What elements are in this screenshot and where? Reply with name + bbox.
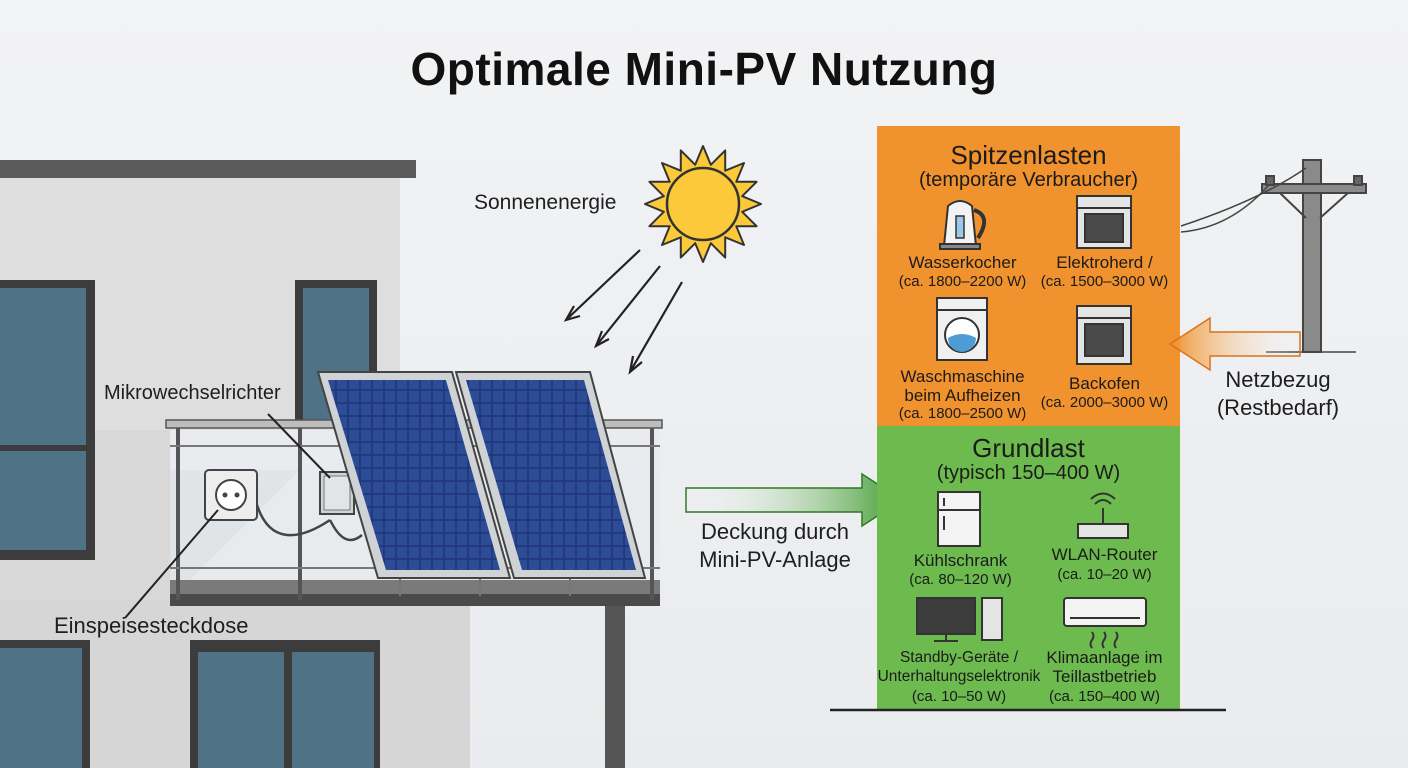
- oven-icon: [1076, 305, 1132, 365]
- base-load-box: [877, 426, 1180, 710]
- peak-title: Spitzenlasten: [950, 140, 1107, 170]
- socket-icon: [204, 469, 258, 521]
- inverter-label: Mikrowechselrichter: [104, 382, 281, 404]
- grid-label-line2: (Restbedarf): [1216, 395, 1340, 420]
- device-value: (ca. 10–20 W): [1057, 566, 1152, 583]
- sun-label: Sonnenenergie: [474, 191, 617, 214]
- utility-pole-icon: [1180, 159, 1367, 353]
- device-value: (ca. 1800–2200 W): [898, 273, 1027, 290]
- device-value: (ca. 150–400 W): [1049, 688, 1160, 705]
- device-value: (ca. 1800–2500 W): [898, 405, 1027, 422]
- washing-machine-icon: [936, 297, 988, 361]
- sunlight-arrows: [563, 249, 683, 375]
- air-conditioner-icon: [1063, 597, 1147, 649]
- peak-load-box: [877, 126, 1180, 426]
- fridge-icon: [937, 491, 981, 547]
- kettle-icon: [939, 200, 986, 250]
- device-name: Kühlschrank: [913, 551, 1008, 570]
- base-title: Grundlast: [972, 433, 1085, 463]
- router-icon: [1077, 492, 1129, 539]
- device-name-multiline: Standby-Geräte /Unterhaltungselektronik: [877, 649, 1041, 685]
- device-value: (ca. 2000–3000 W): [1040, 394, 1169, 411]
- device-value: (ca. 10–50 W): [911, 688, 1007, 705]
- tv-pc-icon: [916, 597, 1003, 642]
- device-name: Wasserkocher: [908, 253, 1017, 272]
- device-name: Elektroherd /: [1056, 253, 1153, 272]
- grid-label-line1: Netzbezug: [1225, 367, 1331, 392]
- solar-panels: [316, 371, 647, 579]
- sun-icon: [644, 145, 762, 263]
- coverage-label-line2: Mini-PV-Anlage: [699, 547, 851, 572]
- stove-icon: [1076, 195, 1132, 249]
- base-subtitle: (typisch 150–400 W): [936, 462, 1121, 484]
- device-value: (ca. 1500–3000 W): [1040, 273, 1169, 290]
- device-value: (ca. 80–120 W): [909, 571, 1012, 588]
- device-name: Backofen: [1069, 374, 1140, 393]
- grid-supply-arrow: [1168, 316, 1301, 372]
- coverage-label-line1: Deckung durch: [701, 519, 849, 544]
- peak-subtitle: (temporäre Verbraucher): [919, 169, 1138, 191]
- device-name: WLAN-Router: [1051, 545, 1158, 564]
- page-title: Optimale Mini-PV Nutzung: [410, 43, 998, 95]
- socket-label: Einspeisesteckdose: [54, 613, 249, 638]
